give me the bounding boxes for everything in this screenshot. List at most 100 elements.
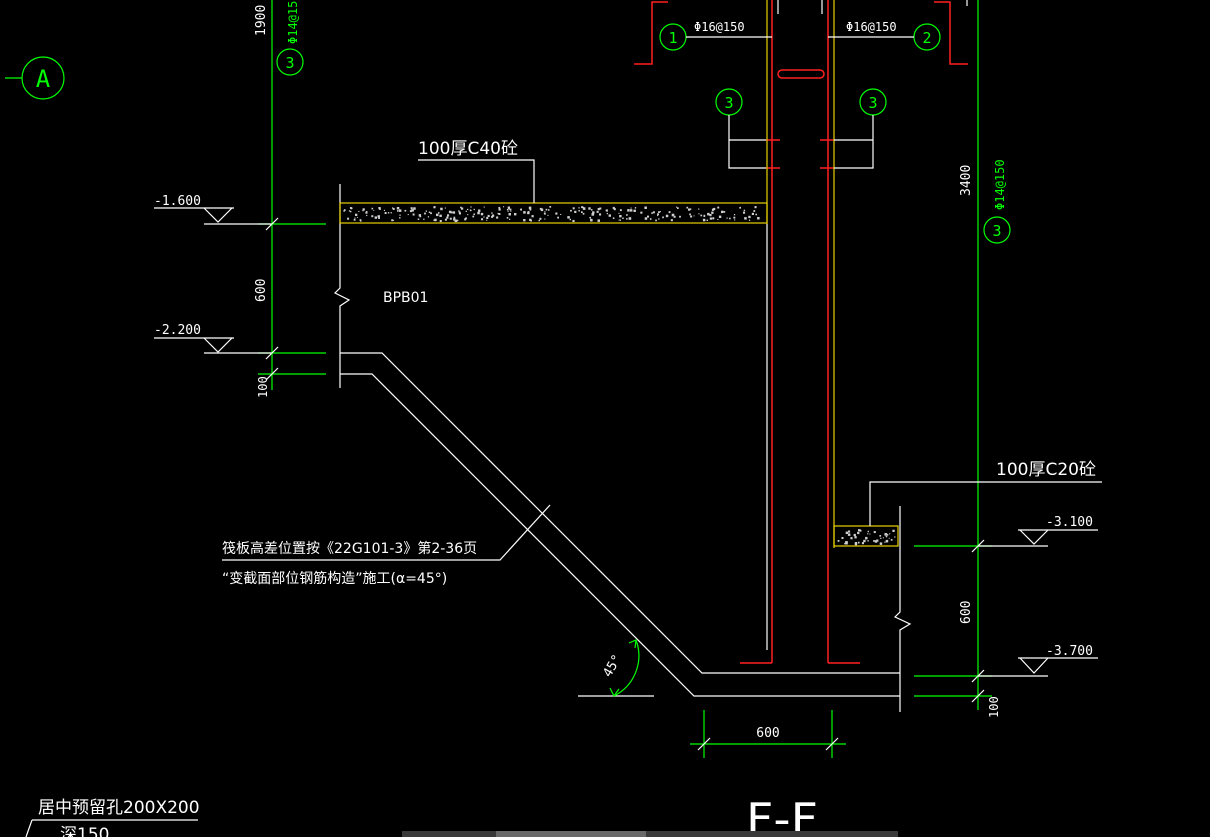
rebar-callout-3b: 3 — [834, 88, 887, 169]
concrete-speckle — [693, 215, 695, 217]
concrete-speckle — [430, 212, 432, 215]
concrete-speckle — [399, 217, 401, 219]
concrete-speckle — [578, 210, 580, 212]
concrete-speckle — [622, 217, 624, 219]
concrete-speckle — [718, 215, 722, 218]
slab-c20-label: 100厚C20砼 — [996, 460, 1096, 480]
dim-bottom-600: 600 — [756, 726, 779, 741]
concrete-speckle — [440, 207, 443, 211]
elevation-2200-label: -2.200 — [154, 323, 201, 338]
concrete-speckle — [665, 214, 669, 218]
concrete-speckle — [711, 211, 714, 214]
wall-faces — [766, 0, 968, 650]
concrete-speckle — [539, 217, 542, 220]
concrete-speckle — [734, 219, 736, 221]
concrete-speckle — [673, 215, 676, 218]
dim-left-1900: 1900 — [254, 5, 269, 36]
concrete-speckle — [387, 212, 390, 214]
concrete-speckle — [588, 207, 591, 210]
concrete-speckle — [879, 535, 882, 537]
concrete-speckle — [572, 219, 575, 223]
concrete-speckle — [507, 210, 509, 212]
wall-rebar — [634, 0, 968, 664]
concrete-speckle — [867, 530, 869, 533]
concrete-speckle — [848, 530, 851, 533]
concrete-speckle — [569, 218, 571, 221]
concrete-speckle — [427, 216, 430, 218]
concrete-speckle — [570, 209, 572, 212]
elevation-mark-3100: -3.100 — [978, 515, 1098, 547]
concrete-speckle — [544, 218, 546, 220]
concrete-speckle — [662, 216, 664, 219]
rebar-mark-3b: 3 — [868, 94, 877, 112]
concrete-speckle — [869, 533, 871, 535]
concrete-speckle — [628, 217, 632, 220]
concrete-speckle — [491, 215, 494, 218]
concrete-speckle — [470, 209, 472, 211]
concrete-speckle — [581, 206, 583, 209]
concrete-speckle — [894, 536, 896, 538]
concrete-speckle — [477, 211, 480, 215]
concrete-speckle — [458, 210, 460, 212]
rebar-callout-2: 2 Φ16@150 — [828, 20, 941, 51]
concrete-speckle — [429, 211, 431, 213]
concrete-speckle — [686, 206, 689, 209]
concrete-speckle — [467, 214, 469, 216]
concrete-speckle — [411, 209, 414, 212]
rebar-mark-1: 1 — [668, 29, 677, 47]
scrollbar-thumb[interactable] — [496, 831, 646, 837]
concrete-speckle — [481, 218, 484, 221]
concrete-speckle — [439, 220, 442, 223]
concrete-speckle — [574, 210, 577, 213]
concrete-speckle — [721, 210, 724, 214]
concrete-speckle — [847, 533, 851, 536]
left-dimension-chain: 1900 600 100 Φ14@150 3 — [254, 0, 326, 398]
concrete-speckle — [529, 218, 532, 221]
concrete-speckle — [597, 219, 600, 222]
concrete-speckle — [543, 212, 546, 215]
concrete-speckle — [853, 533, 856, 537]
concrete-speckle — [633, 209, 636, 212]
concrete-speckle — [634, 207, 637, 209]
axis-label-a: A — [36, 65, 51, 93]
concrete-speckle — [754, 206, 757, 209]
angle-mark: 45° — [578, 639, 654, 698]
concrete-speckle — [486, 216, 489, 219]
concrete-speckle — [865, 537, 868, 540]
concrete-speckle — [483, 216, 485, 218]
concrete-speckle — [491, 214, 495, 217]
rebar-callout-1: 1 Φ16@150 — [659, 20, 772, 51]
horizontal-scrollbar[interactable] — [402, 831, 898, 837]
concrete-speckle — [591, 213, 595, 216]
concrete-speckle — [657, 213, 659, 216]
concrete-speckle — [658, 211, 660, 213]
concrete-speckle — [845, 542, 848, 545]
concrete-speckle — [557, 216, 559, 219]
concrete-speckle — [545, 208, 548, 211]
concrete-speckle — [497, 212, 499, 215]
hole-note: 居中预留孔200X200 深150 — [25, 798, 200, 837]
concrete-speckle — [854, 536, 857, 539]
concrete-speckle — [882, 537, 884, 539]
concrete-speckle — [355, 213, 358, 216]
concrete-speckle — [597, 208, 600, 211]
concrete-speckle — [619, 219, 621, 221]
concrete-speckle — [390, 212, 392, 214]
concrete-speckle — [591, 209, 593, 211]
concrete-speckle — [690, 215, 693, 218]
concrete-speckle — [461, 207, 464, 210]
concrete-speckle — [618, 212, 620, 214]
concrete-speckle — [359, 219, 362, 221]
concrete-speckle — [581, 211, 583, 213]
rebar-mark-3-left: 3 — [285, 54, 294, 72]
concrete-speckle — [472, 215, 475, 218]
concrete-speckle — [540, 208, 544, 212]
concrete-speckle — [541, 208, 543, 210]
concrete-speckle — [496, 216, 499, 219]
concrete-speckle — [644, 206, 647, 209]
rebar-right-top: Φ16@150 — [846, 20, 897, 34]
concrete-speckle — [596, 210, 599, 213]
concrete-speckle — [743, 211, 746, 214]
concrete-speckle — [439, 214, 442, 217]
concrete-speckle — [371, 207, 374, 210]
